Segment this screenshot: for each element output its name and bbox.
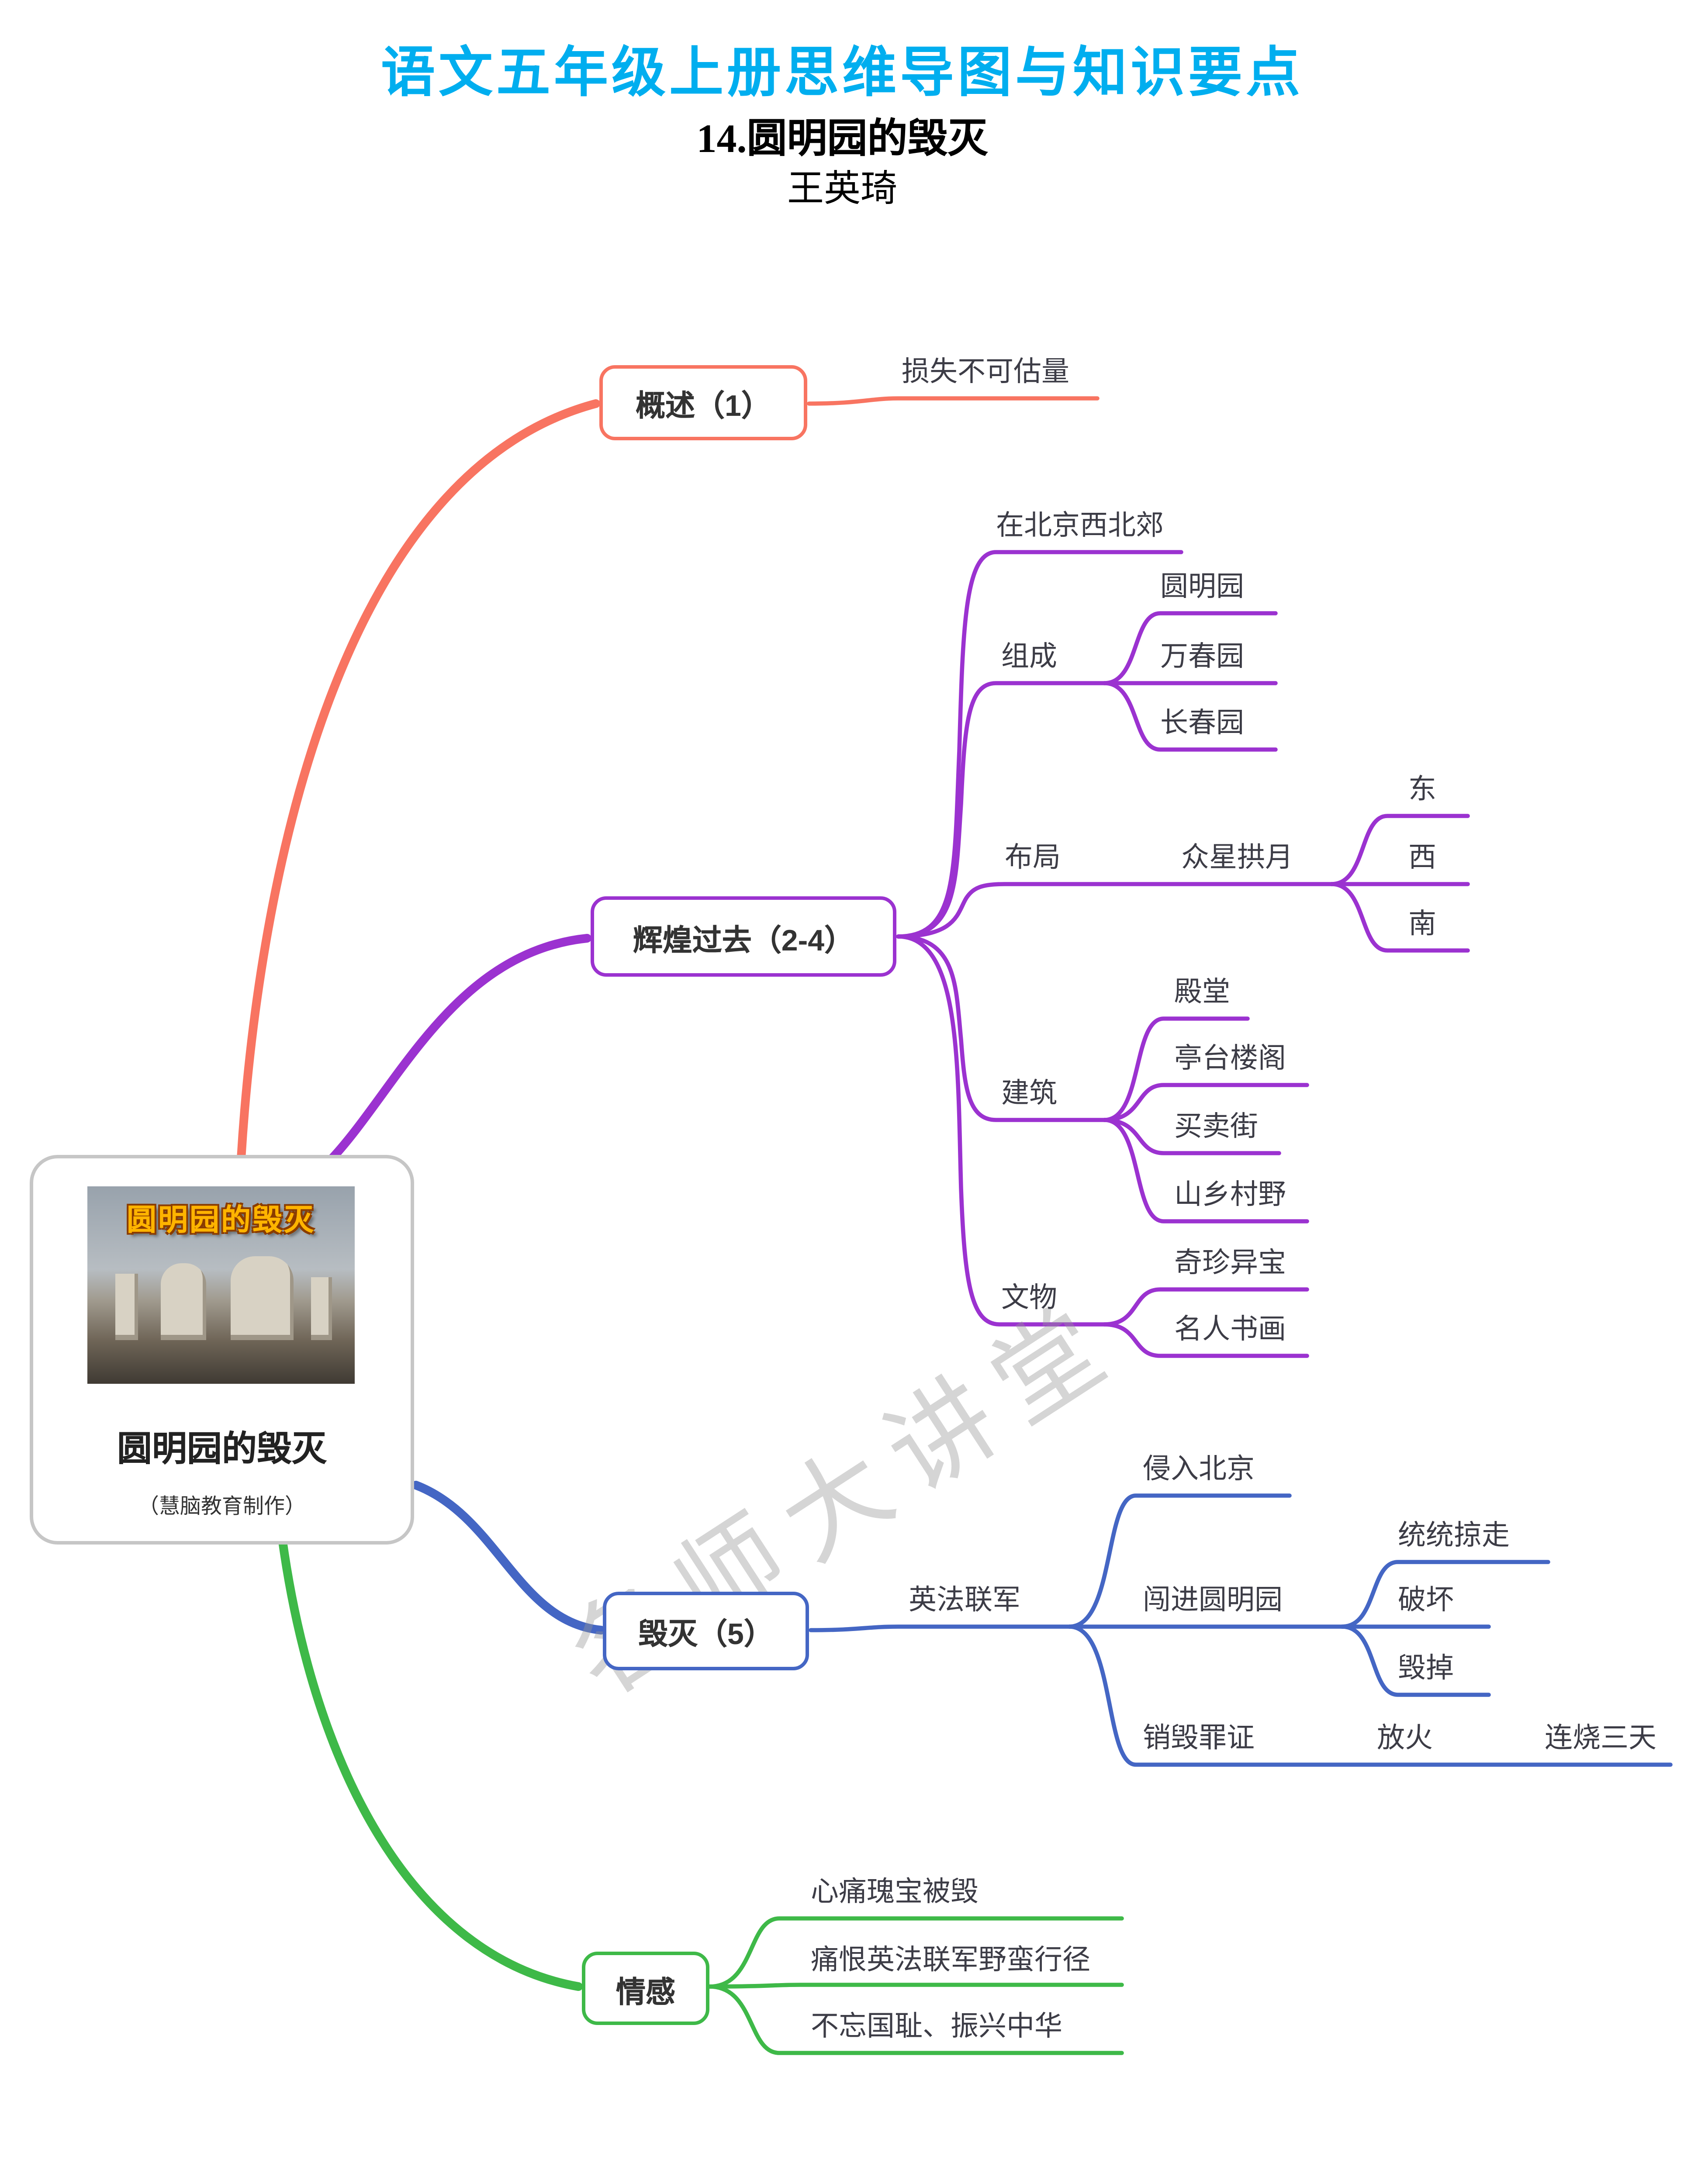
leaf-loot: 统统掠走 bbox=[1398, 1522, 1510, 1552]
ruins-illustration bbox=[115, 1274, 138, 1340]
central-topic-node: 圆明园的毁灭 圆明园的毁灭 （慧脑教育制作） bbox=[30, 1155, 414, 1545]
branch-node-overview: 概述（1） bbox=[599, 365, 807, 440]
central-topic-credit: （慧脑教育制作） bbox=[138, 1494, 306, 1518]
link-direction-east bbox=[1329, 814, 1470, 886]
leaf-market-street: 买卖街 bbox=[1174, 1113, 1259, 1143]
leaf-evidence: 销毁罪证 bbox=[1143, 1724, 1255, 1754]
leaf-village: 山乡村野 bbox=[1174, 1181, 1286, 1211]
link-destruction-trunk bbox=[411, 1481, 605, 1635]
link-emotion-trunk bbox=[279, 1540, 583, 1991]
leaf-damage: 破坏 bbox=[1398, 1586, 1454, 1616]
ruins-illustration bbox=[161, 1263, 206, 1340]
leaf-never-forget: 不忘国耻、振兴中华 bbox=[811, 2013, 1063, 2042]
link-emotion-2 bbox=[707, 1983, 1124, 1989]
leaf-halls: 殿堂 bbox=[1174, 978, 1231, 1008]
link-composition bbox=[896, 681, 1107, 939]
link-composition-yuanmingyuan bbox=[1102, 611, 1278, 685]
leaf-destroy: 毁掉 bbox=[1398, 1655, 1454, 1684]
leaf-layout: 布局 bbox=[1005, 844, 1061, 874]
leaf-pavilions: 亭台楼阁 bbox=[1174, 1045, 1286, 1075]
leaf-direction-west: 西 bbox=[1408, 844, 1437, 874]
leaf-hatred: 痛恨英法联军野蛮行径 bbox=[811, 1946, 1091, 1976]
leaf-changchunyuan: 长春园 bbox=[1160, 709, 1245, 739]
leaf-direction-south: 南 bbox=[1408, 910, 1437, 940]
ruins-illustration bbox=[311, 1277, 332, 1340]
leaf-set-fire: 放火 bbox=[1377, 1724, 1433, 1754]
link-direction-south bbox=[1329, 882, 1470, 953]
leaf-architecture: 建筑 bbox=[1001, 1080, 1058, 1109]
leaf-direction-east: 东 bbox=[1408, 776, 1437, 805]
leaf-treasures: 奇珍异宝 bbox=[1174, 1249, 1286, 1279]
branch-node-emotion: 情感 bbox=[582, 1952, 709, 2025]
leaf-burn-three-days: 连烧三天 bbox=[1545, 1724, 1657, 1754]
link-overview-loss bbox=[807, 396, 1100, 406]
leaf-loss: 损失不可估量 bbox=[902, 358, 1070, 388]
cover-image: 圆明园的毁灭 bbox=[87, 1186, 355, 1384]
lesson-title: 14.圆明园的毁灭 bbox=[696, 117, 988, 161]
link-emotion-3 bbox=[707, 1984, 1124, 2055]
leaf-yuanmingyuan: 圆明园 bbox=[1160, 573, 1245, 603]
link-architecture bbox=[896, 934, 1107, 1122]
link-relics bbox=[896, 934, 1107, 1327]
leaf-stars-moon: 众星拱月 bbox=[1181, 844, 1293, 874]
link-arch-pavilions bbox=[1102, 1083, 1309, 1122]
leaf-location: 在北京西北郊 bbox=[996, 512, 1164, 542]
link-composition-changchunyuan bbox=[1102, 681, 1278, 752]
link-arch-market bbox=[1102, 1118, 1281, 1155]
author-name: 王英琦 bbox=[787, 168, 897, 210]
link-invade bbox=[1067, 1493, 1292, 1629]
link-destroy bbox=[1340, 1624, 1491, 1697]
link-glorious-trunk bbox=[328, 934, 591, 1163]
leaf-composition: 组成 bbox=[1001, 643, 1058, 673]
link-layout bbox=[896, 882, 1334, 939]
leaf-heartache: 心痛瑰宝被毁 bbox=[811, 1878, 979, 1908]
leaf-relics: 文物 bbox=[1001, 1284, 1058, 1314]
ruins-illustration bbox=[231, 1256, 294, 1340]
link-army bbox=[809, 1624, 1072, 1632]
link-location bbox=[896, 550, 1183, 939]
leaf-paintings: 名人书画 bbox=[1174, 1316, 1286, 1345]
link-emotion-1 bbox=[707, 1916, 1124, 1989]
central-topic-title: 圆明园的毁灭 bbox=[117, 1431, 327, 1469]
link-loot bbox=[1340, 1560, 1550, 1629]
branch-node-glorious: 辉煌过去（2-4） bbox=[591, 896, 896, 977]
link-evidence-fire bbox=[1067, 1624, 1673, 1767]
link-relics-treasures bbox=[1102, 1287, 1309, 1327]
link-arch-halls bbox=[1102, 1016, 1250, 1122]
leaf-invade-beijing: 侵入北京 bbox=[1143, 1455, 1255, 1485]
leaf-army: 英法联军 bbox=[909, 1586, 1021, 1616]
link-arch-village bbox=[1102, 1118, 1309, 1223]
page-title: 语文五年级上册思维导图与知识要点 bbox=[381, 42, 1304, 103]
link-relics-paintings bbox=[1102, 1322, 1309, 1358]
link-overview-trunk bbox=[237, 399, 600, 1163]
branch-node-destruction: 毁灭（5） bbox=[603, 1592, 809, 1670]
leaf-breakin: 闯进圆明园 bbox=[1143, 1586, 1283, 1616]
leaf-wanchunyuan: 万春园 bbox=[1160, 643, 1245, 673]
cover-image-caption: 圆明园的毁灭 bbox=[127, 1204, 315, 1237]
